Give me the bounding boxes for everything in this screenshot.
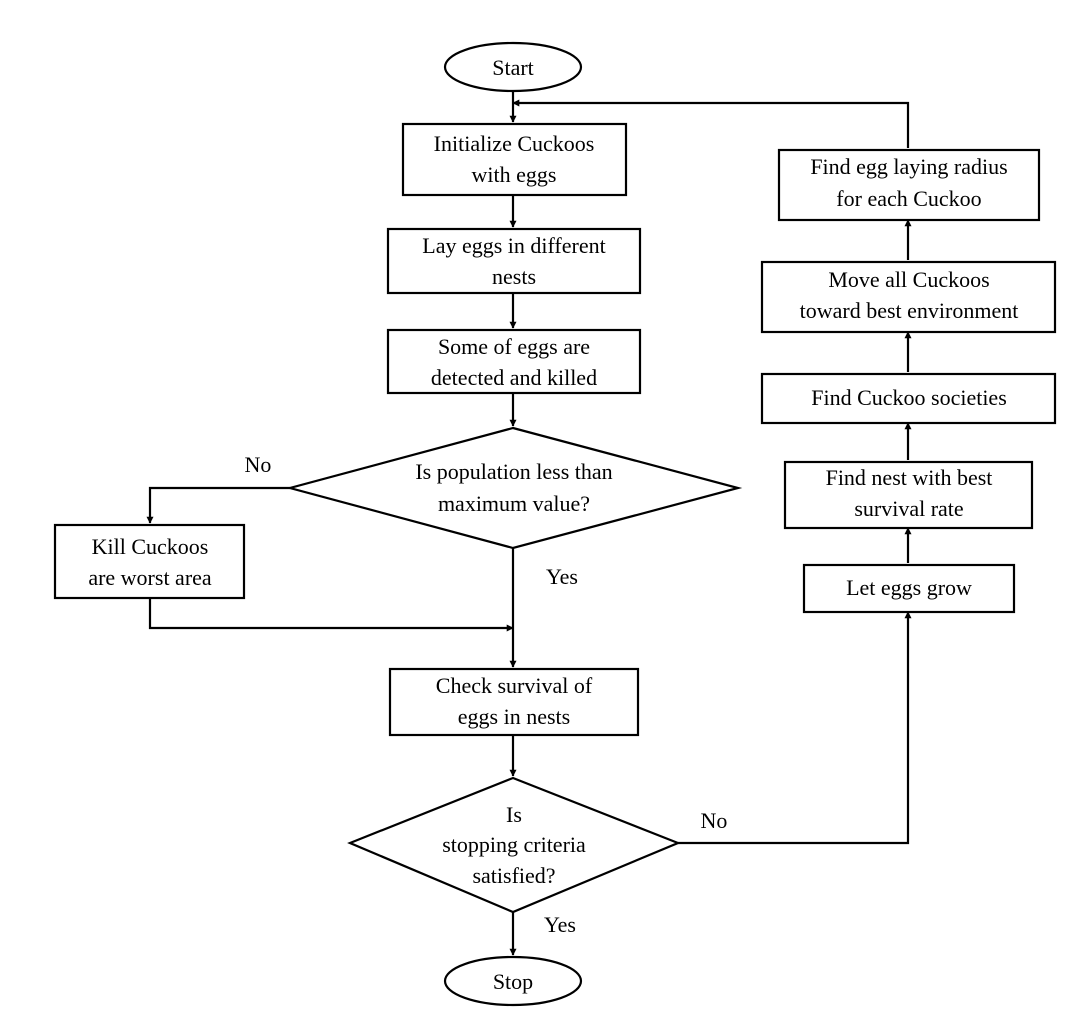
population-decision-line1: Is population less than [415, 459, 612, 484]
stopping-criteria-decision: Is stopping criteria satisfied? [347, 776, 681, 914]
lay-eggs-label-line1: Lay eggs in different [422, 233, 605, 258]
edge-popcheck-no [146, 486, 290, 524]
best-nest-box: Find nest with best survival rate [783, 460, 1034, 530]
start-node: Start [443, 41, 583, 93]
lay-eggs-label-line2: nests [492, 264, 536, 289]
move-cuckoos-box: Move all Cuckoos toward best environment [760, 260, 1057, 334]
initialize-label-line1: Initialize Cuckoos [434, 131, 595, 156]
connectors [146, 90, 912, 956]
cuckoo-societies-label: Find Cuckoo societies [811, 385, 1007, 410]
let-eggs-grow-box: Let eggs grow [802, 563, 1016, 614]
stopping-yes-label: Yes [544, 912, 576, 937]
let-eggs-grow-label: Let eggs grow [846, 575, 972, 600]
stopping-decision-line2: stopping criteria [442, 832, 586, 857]
egg-laying-radius-label-line1: Find egg laying radius [810, 154, 1007, 179]
detect-eggs-label-line1: Some of eggs are [438, 334, 590, 359]
edge-stopcheck-no [678, 611, 912, 845]
move-cuckoos-label-line1: Move all Cuckoos [828, 267, 989, 292]
lay-eggs-box: Lay eggs in different nests [386, 227, 642, 295]
egg-laying-radius-box: Find egg laying radius for each Cuckoo [777, 148, 1041, 222]
cuckoo-societies-box: Find Cuckoo societies [760, 372, 1057, 425]
stop-node: Stop [443, 955, 583, 1007]
best-nest-label-line1: Find nest with best [826, 465, 993, 490]
population-decision-line2: maximum value? [438, 491, 590, 516]
check-survival-label-line2: eggs in nests [458, 704, 570, 729]
stop-label: Stop [493, 969, 533, 994]
edge-radius-loop [512, 99, 910, 148]
kill-cuckoos-box: Kill Cuckoos are worst area [53, 523, 246, 600]
move-cuckoos-label-line2: toward best environment [800, 298, 1019, 323]
edge-kill-merge [148, 598, 514, 632]
initialize-cuckoos-box: Initialize Cuckoos with eggs [401, 122, 628, 197]
population-yes-label: Yes [546, 564, 578, 589]
check-survival-label-line1: Check survival of [436, 673, 593, 698]
stopping-no-label: No [701, 808, 728, 833]
stopping-decision-line1: Is [506, 802, 522, 827]
population-no-label: No [245, 452, 272, 477]
egg-laying-radius-label-line2: for each Cuckoo [836, 186, 981, 211]
detect-eggs-label-line2: detected and killed [431, 365, 597, 390]
stopping-decision-line3: satisfied? [472, 863, 555, 888]
check-survival-box: Check survival of eggs in nests [388, 667, 640, 737]
kill-cuckoos-label-line1: Kill Cuckoos [92, 534, 209, 559]
best-nest-label-line2: survival rate [854, 496, 963, 521]
population-decision: Is population less than maximum value? [285, 426, 743, 550]
kill-cuckoos-label-line2: are worst area [88, 565, 212, 590]
initialize-label-line2: with eggs [472, 162, 557, 187]
start-label: Start [492, 55, 534, 80]
detect-eggs-box: Some of eggs are detected and killed [386, 328, 642, 395]
